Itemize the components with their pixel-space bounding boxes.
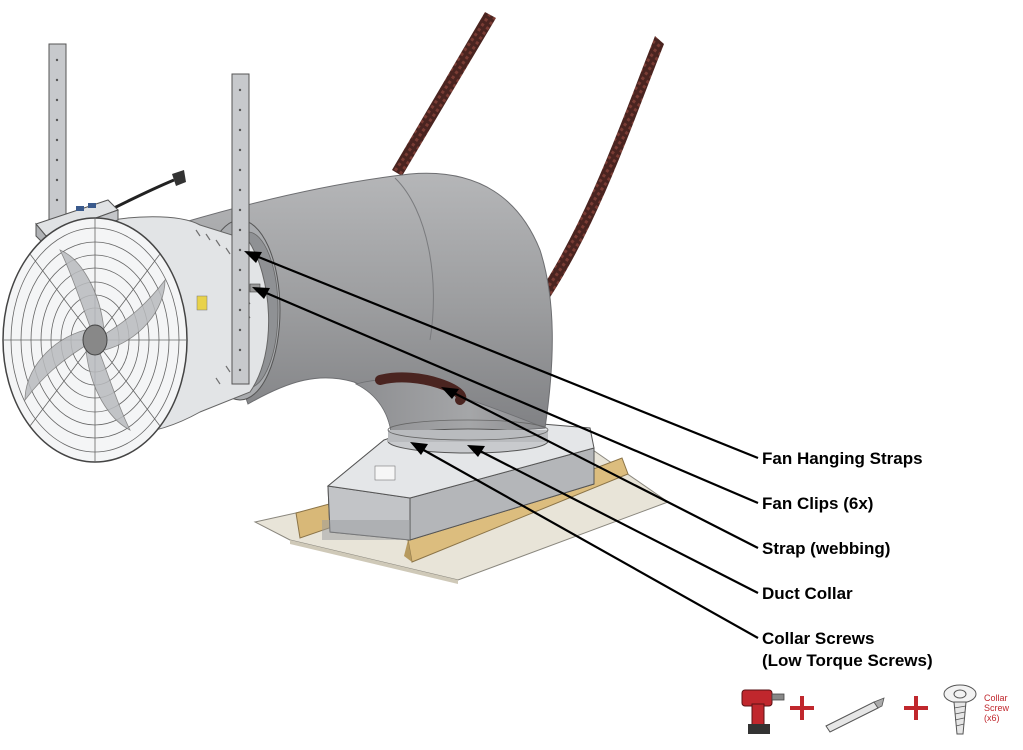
drill-icon xyxy=(741,689,785,734)
plus-icon-1 xyxy=(790,696,814,720)
callout-duct-collar: Duct Collar xyxy=(762,584,853,603)
power-cord xyxy=(109,178,175,212)
hanging-strap-left xyxy=(48,43,67,245)
callout-collar-screws: Collar Screws (Low Torque Screws) xyxy=(762,628,933,672)
collar-screws-note: (Low Torque Screws) xyxy=(762,651,933,670)
callout-fan-clips: Fan Clips (6x) xyxy=(762,494,874,513)
plus-icon-2 xyxy=(904,696,928,720)
collar-screw-label-line1: Collar xyxy=(984,693,1008,703)
collar-screw-label-line2: Screw xyxy=(984,703,1010,713)
callout-fan-hanging-straps: Fan Hanging Straps xyxy=(762,449,923,468)
collar-screw-qty: (x6) xyxy=(984,713,1000,723)
webbing-strap xyxy=(392,12,496,176)
driver-bit-icon xyxy=(825,697,885,733)
callout-strap-webbing: Strap (webbing) xyxy=(762,539,891,558)
collar-screw-label: Collar Screw (x6) xyxy=(984,693,1009,723)
arrowheads xyxy=(244,251,485,457)
collar-screws-label: Collar Screws xyxy=(762,629,875,648)
leader-lines xyxy=(255,254,759,639)
collar-screw-icon xyxy=(943,684,977,735)
flexible-duct xyxy=(184,172,553,441)
fan-blades xyxy=(24,249,166,431)
strap-holes xyxy=(55,58,242,372)
